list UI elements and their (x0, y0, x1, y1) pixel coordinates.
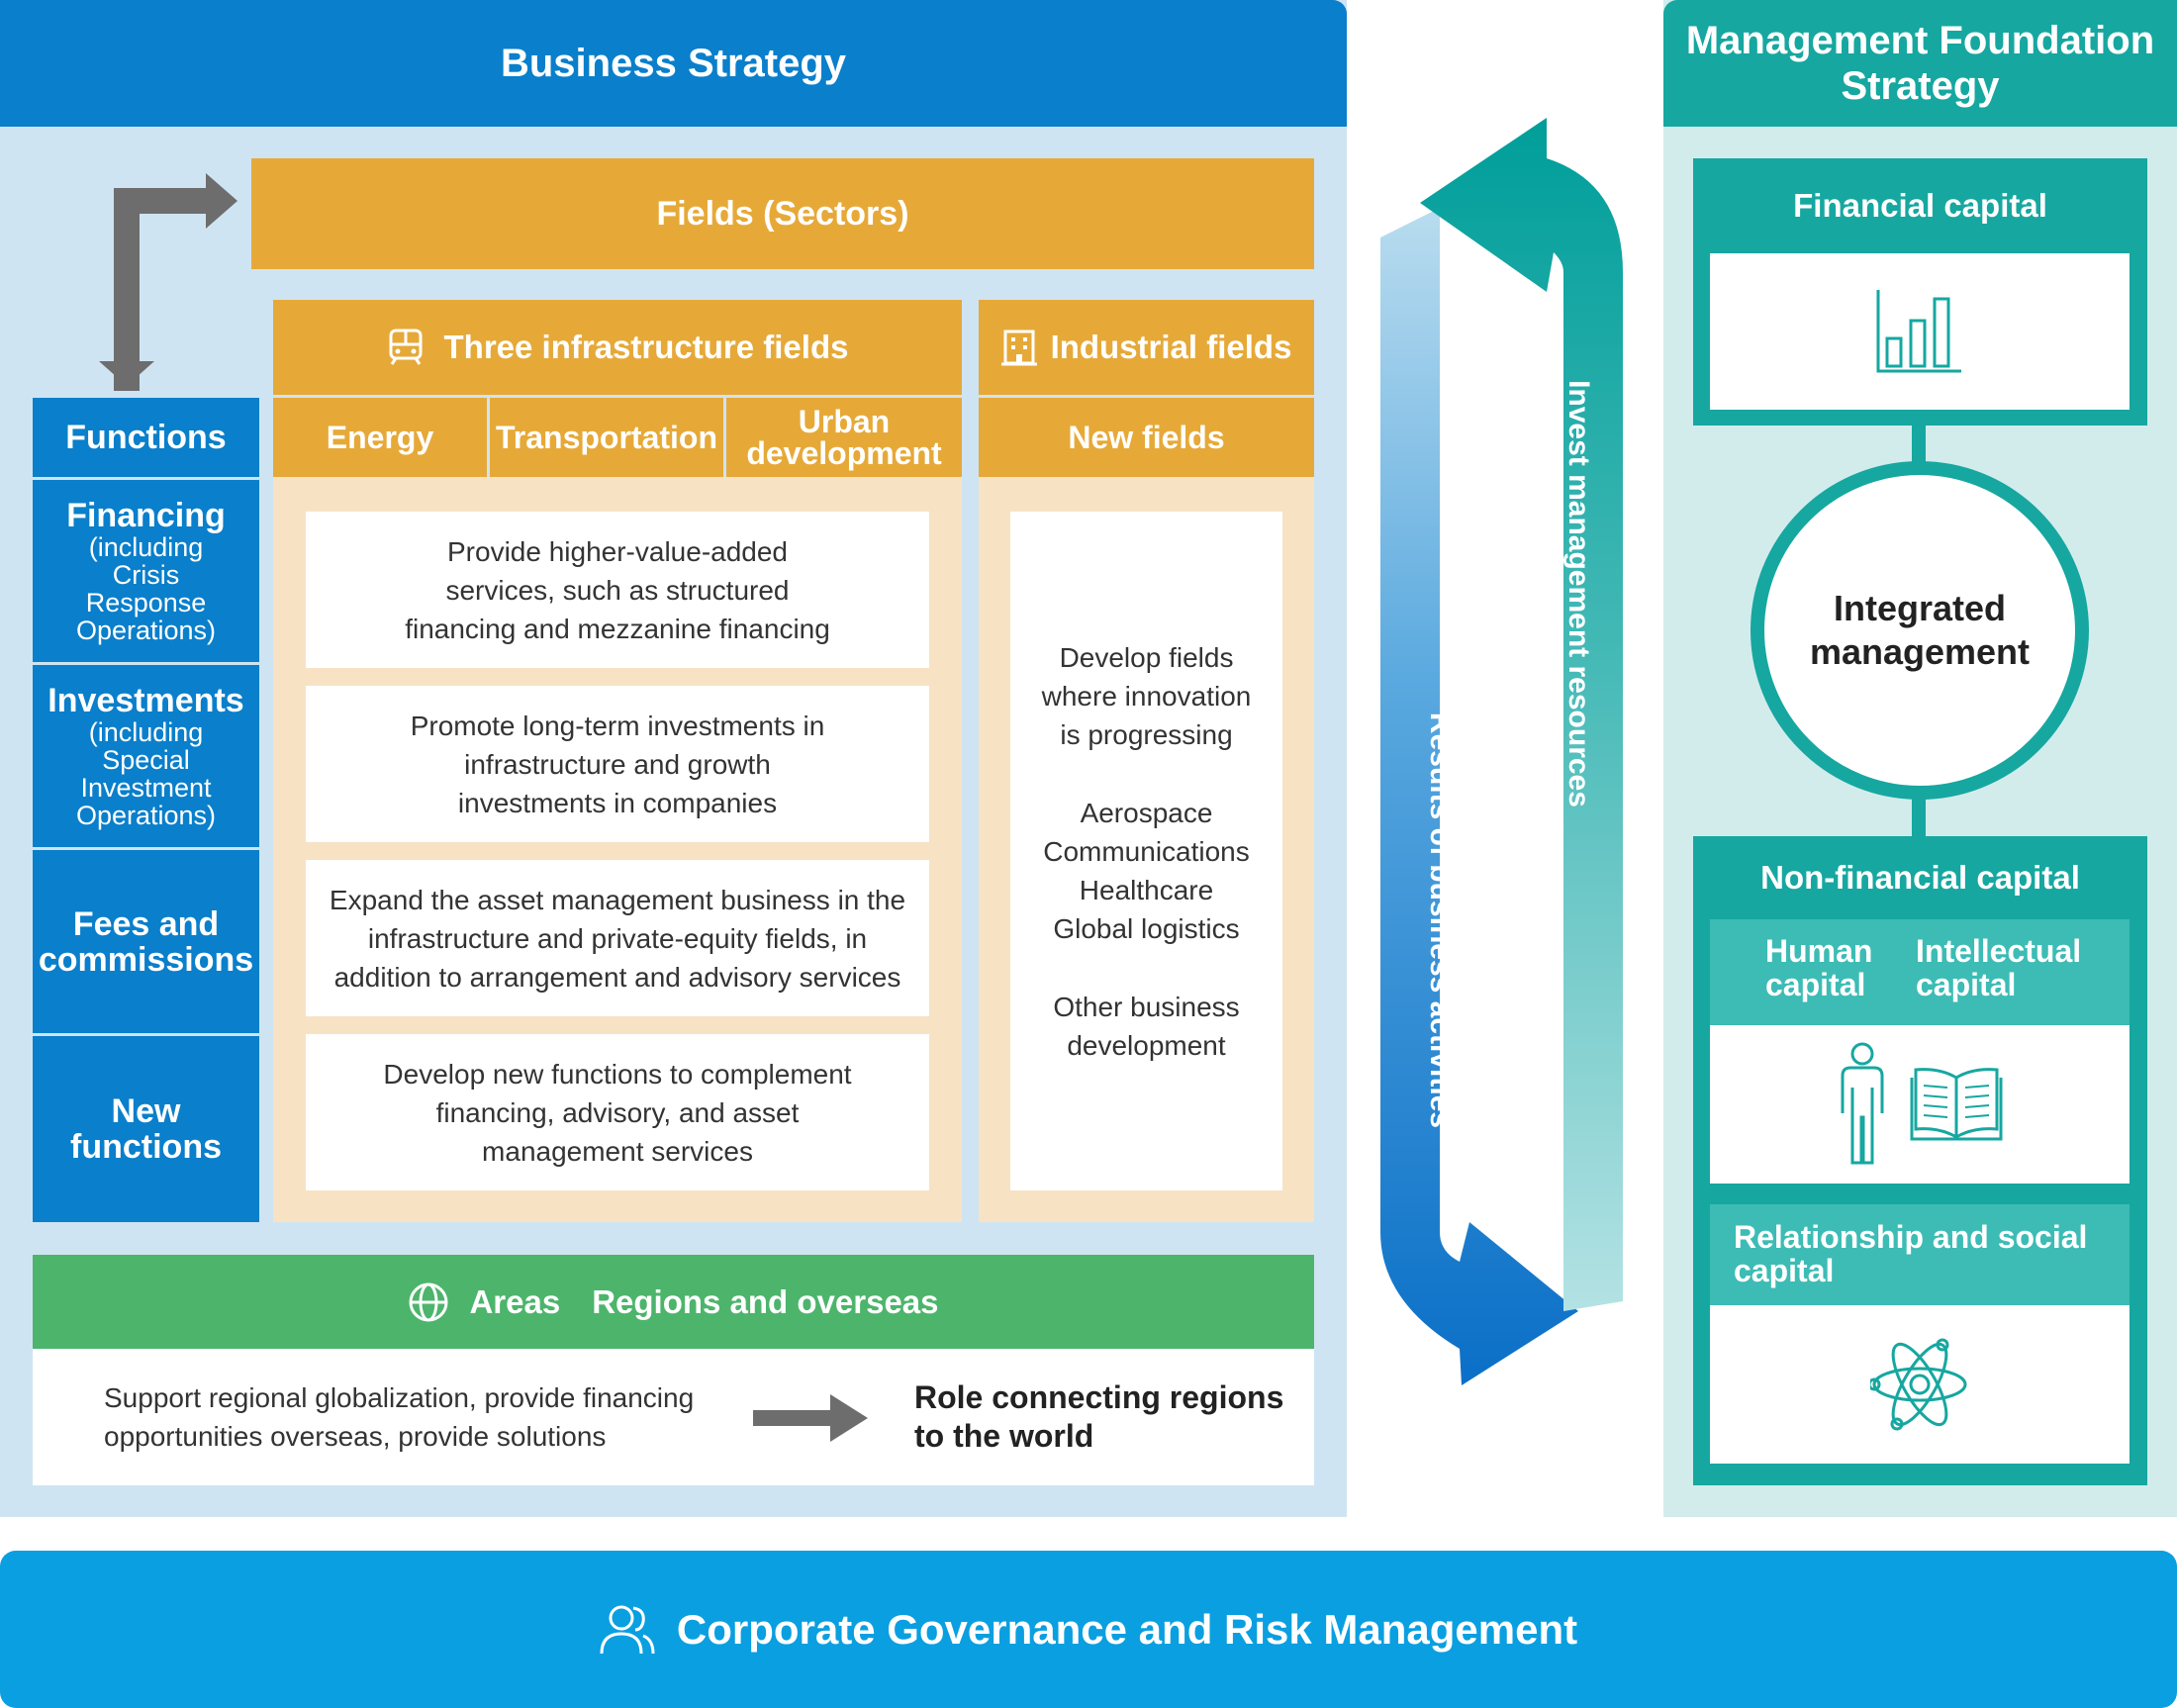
function-new-functions: New functions (33, 1036, 259, 1222)
people-icon (600, 1605, 655, 1654)
bar-chart-icon (1876, 290, 1961, 373)
infra-box-2: Promote long-term investments in infrast… (306, 686, 929, 842)
results-activities-label: Results of business activities (1424, 712, 1457, 1129)
atom-icon (1870, 1338, 1967, 1431)
non-financial-capital-title: Non-financial capital (1760, 859, 2080, 896)
financial-capital-body (1710, 253, 2130, 410)
areas-description: Support regional globalization, provide … (104, 1382, 695, 1452)
areas-role: Role connecting regions to the world (914, 1379, 1284, 1454)
function-financing: Financing (including Crisis Response Ope… (33, 480, 259, 662)
infra-box-4: Develop new functions to complement fina… (306, 1034, 929, 1190)
right-arrow-icon (753, 1394, 868, 1442)
list-item: Healthcare (1079, 874, 1214, 905)
invest-resources-label: Invest management resources (1562, 380, 1596, 807)
person-icon (1841, 1042, 1884, 1165)
infra-box-3: Expand the asset management business in … (306, 860, 929, 1016)
infra-box-1: Provide higher-value-added services, suc… (306, 512, 929, 668)
relationship-header: Relationship and social capital (1710, 1204, 2130, 1305)
results-label-wrap: Results of business activities (1395, 653, 1484, 1187)
intellectual-capital-label: Intellectual capital (1916, 933, 2082, 1002)
industrial-fields-title: Industrial fields (1050, 329, 1292, 365)
function-sublabel: (including Special Investment Operations… (75, 717, 217, 830)
function-fees-and-commissions: Fees and commissions (33, 850, 259, 1033)
areas-value: Regions and overseas (592, 1282, 939, 1320)
connector-line (1912, 797, 1926, 836)
industrial-list: Aerospace Communications Healthcare Glob… (1043, 794, 1250, 948)
human-intellectual-header: Human capital Intellectual capital (1710, 919, 2130, 1025)
infrastructure-fields-title: Three infrastructure fields (443, 329, 849, 365)
list-item: Aerospace (1080, 797, 1213, 828)
cycle-arrows-icon (1380, 118, 1623, 1385)
industrial-fields-box: Develop fields where innovation is progr… (1010, 512, 1282, 1190)
list-item: Communications (1043, 835, 1250, 867)
book-icon (1910, 1068, 2003, 1141)
relationship-capital-label: Relationship and social capital (1734, 1219, 2088, 1288)
subfield-urban-development: Urban development (726, 398, 962, 477)
function-sublabel: (including Crisis Response Operations) (75, 532, 217, 645)
integrated-management-circle: Integrated management (1751, 461, 2089, 800)
elbow-arrow-icon (99, 173, 237, 391)
connector-line (1912, 426, 1926, 465)
areas-bar: Areas Regions and overseas (33, 1255, 1314, 1349)
management-foundation-title: Management Foundation Strategy (1663, 0, 2177, 127)
governance-bar: Corporate Governance and Risk Management (0, 1551, 2177, 1708)
human-capital-label: Human capital (1765, 933, 1873, 1002)
areas-label: Areas (469, 1282, 561, 1320)
subfield-new-fields: New fields (979, 398, 1314, 477)
list-item: Global logistics (1053, 912, 1240, 944)
relationship-body (1710, 1305, 2130, 1464)
function-label: Investments (47, 682, 244, 719)
infrastructure-fields-header: Three infrastructure fields (273, 300, 962, 395)
business-strategy-title: Business Strategy (0, 0, 1347, 127)
industrial-other-text: Other business development (1053, 991, 1240, 1061)
industrial-intro-text: Develop fields where innovation is progr… (1041, 641, 1252, 750)
governance-title: Corporate Governance and Risk Management (676, 1605, 1578, 1653)
industrial-fields-header: Industrial fields (979, 300, 1314, 395)
financial-capital-title: Financial capital (1793, 187, 2047, 224)
function-label: Financing (66, 497, 226, 534)
globe-icon (409, 1282, 448, 1321)
function-investments: Investments (including Special Investmen… (33, 665, 259, 847)
human-intellectual-body (1710, 1025, 2130, 1184)
train-icon (389, 329, 423, 365)
subfield-transportation: Transportation (490, 398, 723, 477)
subfield-energy: Energy (273, 398, 487, 477)
building-icon (1000, 330, 1037, 366)
functions-title: Functions (33, 398, 259, 477)
fields-sectors-bar: Fields (Sectors) (251, 158, 1314, 269)
areas-box: Support regional globalization, provide … (33, 1349, 1314, 1485)
invest-label-wrap: Invest management resources (1534, 327, 1623, 861)
